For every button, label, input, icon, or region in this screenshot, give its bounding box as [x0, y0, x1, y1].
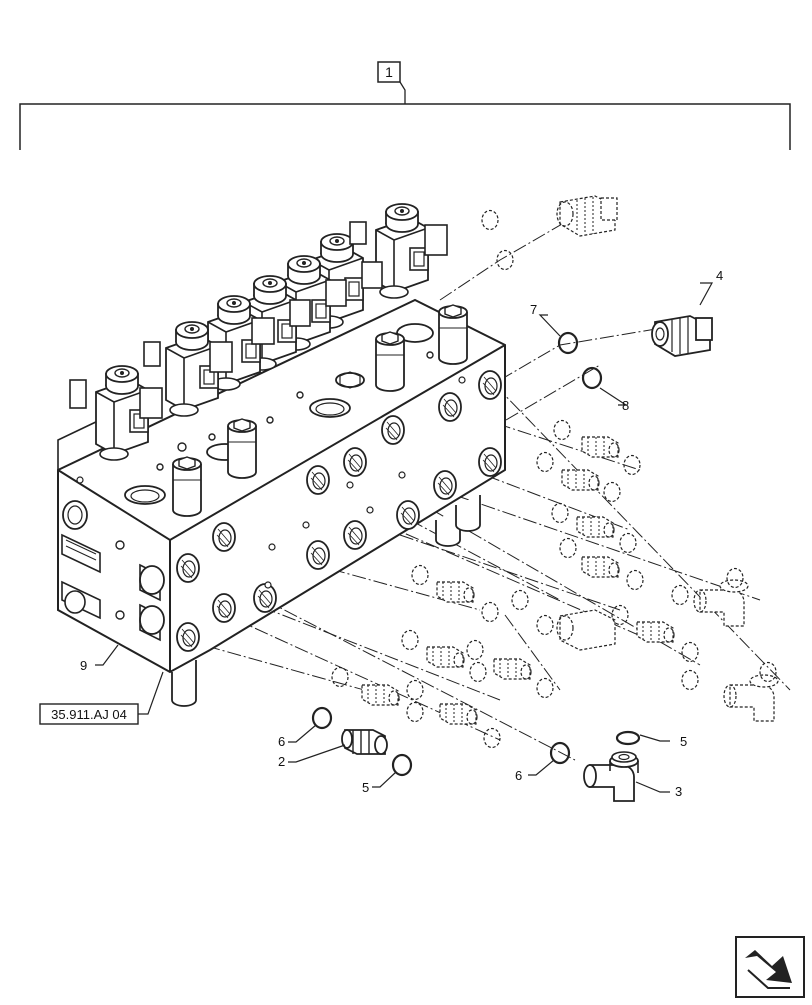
- callout-5-lower: 5: [362, 780, 369, 795]
- valve-block: [57, 298, 506, 707]
- fitting-4: [651, 315, 713, 357]
- assembly-callout-box: [377, 61, 401, 83]
- callout-8: 8: [622, 398, 629, 413]
- assembly-bracket: 1: [19, 61, 791, 150]
- next-page-arrow-icon[interactable]: [735, 936, 805, 998]
- oring-8: [581, 366, 603, 390]
- callout-3: 3: [675, 784, 682, 799]
- reference-fittings-dashed: [331, 195, 779, 749]
- callout-labels: 4 7 8 6 2 5 6 5 3 9: [80, 268, 723, 799]
- assembly-callout: 1: [385, 64, 393, 80]
- callout-4: 4: [716, 268, 723, 283]
- elbow-3: [583, 751, 639, 802]
- reference-box: 35.911.AJ 04: [39, 703, 139, 725]
- callout-6-right: 6: [515, 768, 522, 783]
- callout-7: 7: [530, 302, 537, 317]
- callout-9: 9: [80, 658, 87, 673]
- reference-label: 35.911.AJ 04: [51, 707, 127, 722]
- callout-2: 2: [278, 754, 285, 769]
- callout-5-upper: 5: [680, 734, 687, 749]
- callout-6-left: 6: [278, 734, 285, 749]
- leader-lines: [95, 282, 714, 793]
- oring-5-upper: [615, 730, 641, 746]
- solenoid-coils: [69, 203, 448, 461]
- fitting-2: [341, 729, 388, 755]
